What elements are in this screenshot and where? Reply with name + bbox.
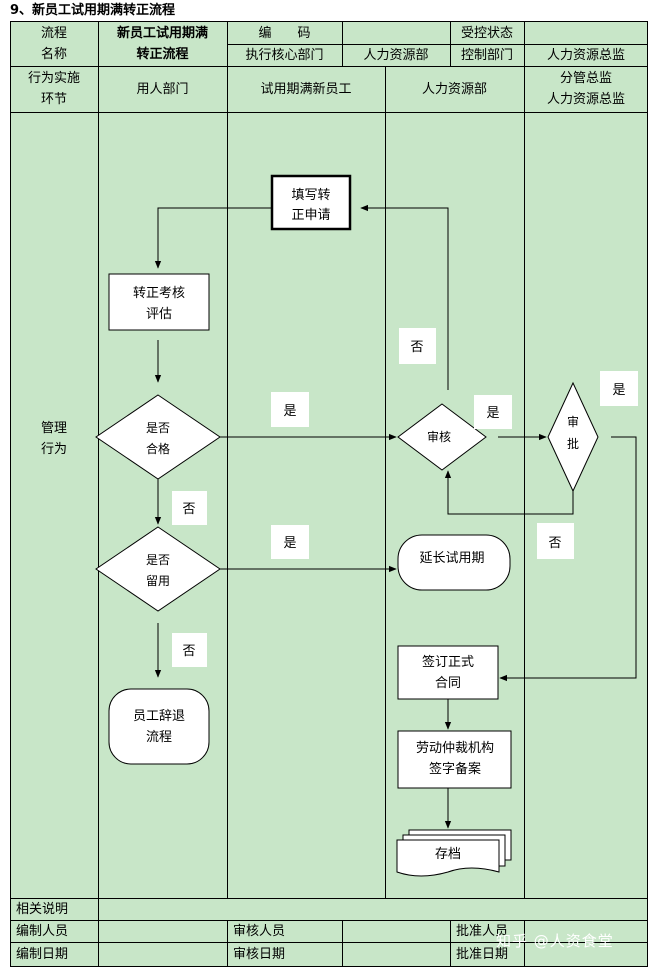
lane-hiring-dept: 用人部门 — [136, 81, 189, 97]
lane-row-header: 行为实施 环节 — [27, 71, 80, 107]
exec-dept-value: 人力资源部 — [363, 47, 429, 63]
retain-no-label: 否 — [182, 644, 195, 659]
qualified-text: 是否合格 — [146, 421, 170, 456]
arbitration-node — [397, 730, 512, 789]
lane-director: 分管总监 人力资源总监 — [546, 71, 625, 107]
archive-document-node — [396, 829, 512, 877]
connectors — [154, 204, 637, 829]
qualified-no-label: 否 — [182, 502, 195, 517]
review-decision — [397, 403, 487, 471]
process-name-value: 新员工试用期满 转正流程 — [116, 26, 208, 62]
author-date-label: 编制日期 — [16, 946, 69, 962]
approve-text: 审批 — [567, 414, 579, 451]
sign-contract-text: 签订正式合同 — [422, 654, 474, 691]
document-title: 9、新员工试用期满转正流程 — [10, 3, 176, 18]
review-text: 审核 — [427, 429, 451, 444]
lane-new-employee: 试用期满新员工 — [260, 81, 352, 97]
controlled-status-label: 受控状态 — [460, 25, 513, 41]
review-no-label: 否 — [410, 340, 423, 355]
exec-dept-label: 执行核心部门 — [245, 47, 324, 63]
arbitration-text: 劳动仲裁机构签字备案 — [416, 740, 494, 777]
retain-text: 是否留用 — [146, 553, 170, 588]
lane-hr-dept: 人力资源部 — [421, 81, 487, 97]
control-dept-label: 控制部门 — [460, 47, 513, 63]
watermark: 知乎 @人资食堂 — [496, 932, 614, 950]
table-grid — [10, 21, 648, 967]
qualified-decision — [95, 394, 221, 480]
sign-contract-node — [397, 645, 499, 700]
archive-text: 存档 — [435, 847, 461, 862]
resign-text: 员工辞退流程 — [133, 709, 185, 745]
approver-label: 批准人员 — [456, 923, 509, 939]
assessment-text: 转正考核评估 — [133, 286, 185, 322]
retain-decision — [95, 526, 221, 612]
extend-probation-node — [397, 534, 511, 591]
assessment-node — [108, 273, 210, 331]
fill-application-node — [270, 174, 352, 231]
resign-process-node — [108, 688, 210, 765]
management-behavior-label: 管理 行为 — [40, 421, 67, 457]
review-yes-label: 是 — [486, 406, 499, 421]
approve-yes-label: 是 — [612, 383, 625, 398]
fill-application-text: 填写转正申请 — [291, 188, 330, 223]
qualified-yes-label: 是 — [283, 404, 296, 419]
code-label: 编 码 — [258, 25, 311, 41]
retain-yes-label: 是 — [283, 536, 296, 551]
extend-probation-text: 延长试用期 — [419, 551, 484, 566]
control-dept-value: 人力资源总监 — [546, 47, 625, 63]
author-label: 编制人员 — [16, 923, 69, 939]
approve-no-label: 否 — [548, 536, 561, 551]
reviewer-date-label: 审核日期 — [233, 946, 286, 962]
approver-date-label: 批准日期 — [456, 946, 509, 962]
notes-label: 相关说明 — [16, 901, 69, 917]
process-name-label: 流程 名称 — [40, 26, 67, 62]
edge-label-boxes — [172, 328, 638, 667]
reviewer-label: 审核人员 — [233, 923, 286, 939]
